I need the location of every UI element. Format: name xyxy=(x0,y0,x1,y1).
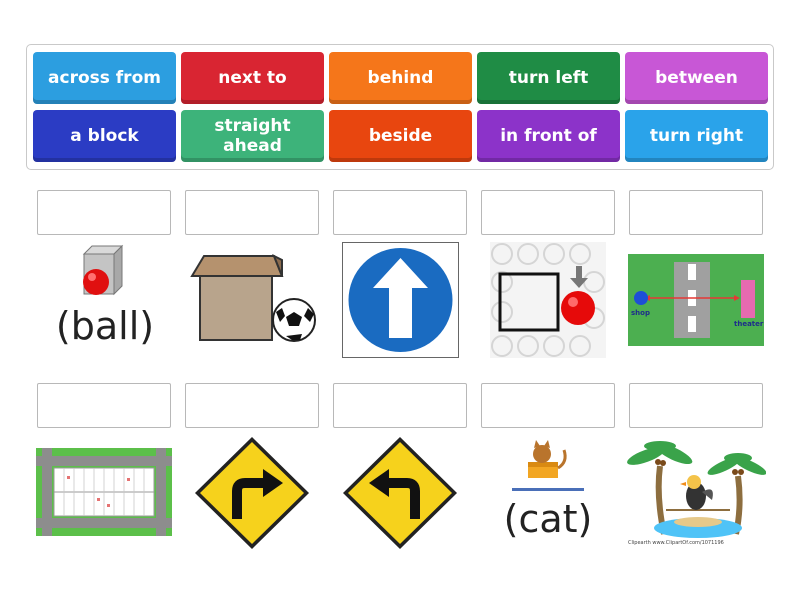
drop-slot-9[interactable] xyxy=(481,383,615,428)
tile-across-from[interactable]: across from xyxy=(33,52,176,104)
cat-on-box-icon xyxy=(512,440,584,492)
drop-slot-2[interactable] xyxy=(185,190,319,235)
drop-slot-5[interactable] xyxy=(629,190,763,235)
drop-slot-7[interactable] xyxy=(185,383,319,428)
ball-caption: (ball) xyxy=(55,304,155,348)
tile-next-to[interactable]: next to xyxy=(181,52,324,104)
ball-on-box-icon xyxy=(78,244,126,300)
drop-slot-3[interactable] xyxy=(333,190,467,235)
tile-between[interactable]: between xyxy=(625,52,768,104)
drop-slot-4[interactable] xyxy=(481,190,615,235)
word-bank: across from next to behind turn left bet… xyxy=(26,44,774,170)
straight-arrow-sign-icon xyxy=(342,242,459,358)
drop-slot-6[interactable] xyxy=(37,383,171,428)
tile-a-block[interactable]: a block xyxy=(33,110,176,162)
city-block-map-icon xyxy=(36,448,172,536)
shop-label: shop xyxy=(631,309,650,317)
turn-left-sign-icon xyxy=(341,435,459,551)
tile-beside[interactable]: beside xyxy=(329,110,472,162)
drop-slot-1[interactable] xyxy=(37,190,171,235)
shop-theater-map-icon: shop theater xyxy=(628,254,764,346)
tile-in-front-of[interactable]: in front of xyxy=(477,110,620,162)
drop-slot-10[interactable] xyxy=(629,383,763,428)
tile-straight-ahead[interactable]: straight ahead xyxy=(181,110,324,162)
box-ball-icon xyxy=(190,253,318,344)
box-ball-in-front-icon xyxy=(490,242,606,358)
theater-label: theater xyxy=(734,320,764,328)
tile-behind[interactable]: behind xyxy=(329,52,472,104)
tile-turn-left[interactable]: turn left xyxy=(477,52,620,104)
drop-slot-8[interactable] xyxy=(333,383,467,428)
credit-text: Clipearth www.ClipartOf.com/1071196 xyxy=(628,540,724,546)
turn-right-sign-icon xyxy=(193,435,311,551)
tile-turn-right[interactable]: turn right xyxy=(625,110,768,162)
cat-caption: (cat) xyxy=(503,497,593,541)
bird-palm-trees-icon: Clipearth www.ClipartOf.com/1071196 xyxy=(626,436,767,548)
